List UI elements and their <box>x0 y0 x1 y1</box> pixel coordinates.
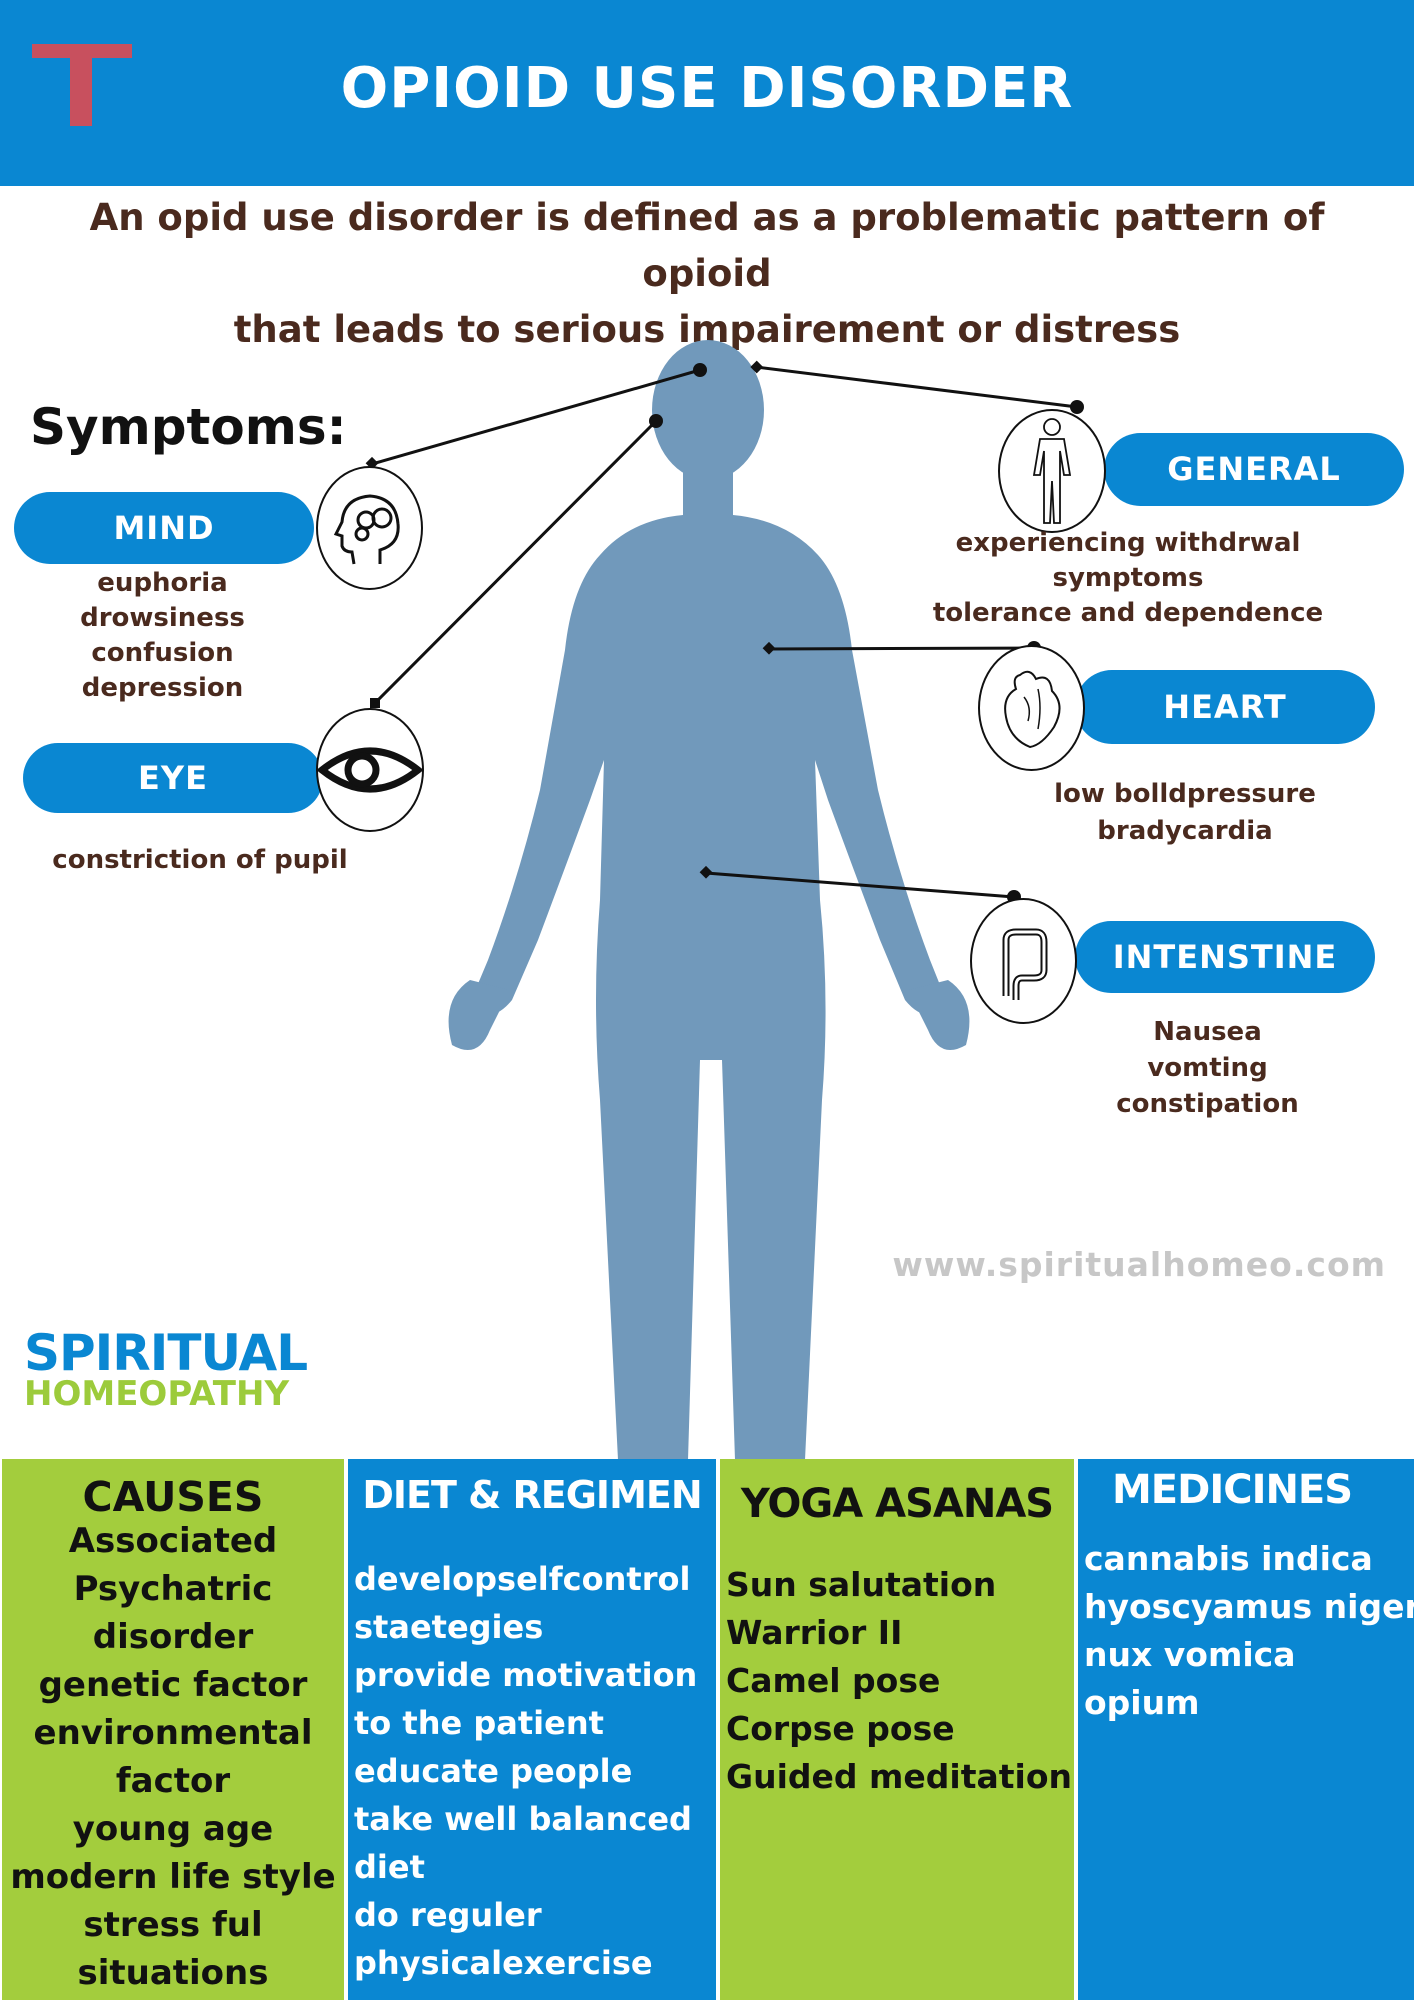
intestine-icon <box>1002 928 1048 1000</box>
list-item: opium <box>1084 1683 1200 1722</box>
list-item: modern life style <box>10 1857 336 1897</box>
brand-name-line-2: HOMEOPATHY <box>24 1374 290 1414</box>
list-item: diet <box>354 1848 425 1886</box>
head-gears-icon <box>333 494 400 565</box>
heart-label-pill: HEART <box>1075 670 1375 744</box>
eye-symptoms-list: constriction of pupil <box>40 843 360 878</box>
header-banner <box>0 0 1414 186</box>
list-item: disorder <box>92 1617 254 1657</box>
intestine-icon-circle <box>970 898 1077 1024</box>
general-icon-circle <box>998 409 1106 533</box>
list-item: developselfcontrol <box>354 1560 691 1598</box>
list-item: bradycardia <box>1097 816 1273 846</box>
list-item: physicalexercise <box>354 1944 653 1982</box>
list-item: drowsiness <box>80 603 245 633</box>
general-label-pill: GENERAL <box>1104 433 1404 506</box>
heart-icon <box>1004 670 1061 749</box>
t-logo-icon <box>32 44 132 126</box>
eye-icon-circle <box>316 708 424 832</box>
list-item: low bolldpressure <box>1054 779 1316 809</box>
brand-logo: SPIRITUAL HOMEOPATHY <box>24 1324 308 1414</box>
intestine-label-pill: INTENSTINE <box>1075 921 1375 993</box>
yoga-column: YOGA ASANAS Sun salutation Warrior II Ca… <box>720 1459 1074 2000</box>
medicines-column: MEDICINES cannabis indica hyoscyamus nig… <box>1078 1459 1414 2000</box>
list-item: Warrior II <box>726 1613 903 1652</box>
list-item: stress ful <box>83 1905 263 1945</box>
list-item: to the patient <box>354 1704 604 1742</box>
list-item: nux vomica <box>1084 1635 1296 1674</box>
list-item: depression <box>81 673 244 703</box>
list-item: young age <box>72 1809 274 1849</box>
yoga-list: Sun salutation Warrior II Camel pose Cor… <box>720 1561 1074 1801</box>
list-item: Psychatric <box>73 1569 273 1609</box>
list-item: Nausea <box>1153 1017 1262 1047</box>
eye-label-pill: EYE <box>23 743 323 813</box>
list-item: do reguler <box>354 1896 542 1934</box>
mind-symptoms-list: euphoria drowsiness confusion depression <box>40 566 285 706</box>
causes-column: CAUSES Associated Psychatric disorder ge… <box>2 1459 344 2000</box>
list-item: staetegies <box>354 1608 544 1646</box>
list-item: Associated <box>68 1521 278 1561</box>
heart-symptoms-list: low bolldpressure bradycardia <box>1010 776 1360 850</box>
human-body-icon <box>1032 418 1072 524</box>
list-item: Corpse pose <box>726 1709 955 1748</box>
medicines-title: MEDICINES <box>1112 1467 1353 1513</box>
list-item: experiencing withdrwal symptoms <box>955 528 1301 593</box>
medicines-list: cannabis indica hyoscyamus niger nux vom… <box>1078 1535 1414 1727</box>
list-item: cannabis indica <box>1084 1539 1373 1578</box>
connector-lines <box>371 365 1078 899</box>
list-item: take well balanced <box>354 1800 692 1838</box>
causes-title: CAUSES <box>82 1473 264 1521</box>
definition-line-1: An opid use disorder is defined as a pro… <box>89 196 1325 295</box>
list-item: educate people <box>354 1752 633 1790</box>
list-item: constipation <box>1116 1089 1299 1119</box>
diet-column: DIET & REGIMEN developselfcontrol staete… <box>348 1459 716 2000</box>
page-title: OPIOID USE DISORDER <box>340 56 1074 121</box>
list-item: Guided meditation <box>726 1757 1073 1796</box>
list-item: tolerance and dependence <box>932 598 1324 628</box>
list-item: factor <box>115 1761 231 1801</box>
yoga-title: YOGA ASANAS <box>740 1481 1054 1527</box>
human-silhouette <box>448 340 970 1460</box>
list-item: environmental <box>33 1713 313 1753</box>
list-item: euphoria <box>97 568 228 598</box>
website-url: www.spiritualhomeo.com <box>892 1245 1386 1284</box>
mind-label-pill: MIND <box>14 492 314 564</box>
list-item: Sun salutation <box>726 1565 997 1604</box>
brand-name-line-1: SPIRITUAL <box>24 1324 308 1382</box>
list-item: genetic factor <box>38 1665 308 1705</box>
eye-icon <box>316 747 424 793</box>
general-symptoms-list: experiencing withdrwal symptoms toleranc… <box>880 526 1376 631</box>
list-item: confusion <box>91 638 234 668</box>
heart-icon-circle <box>978 645 1085 771</box>
list-item: hyoscyamus niger <box>1084 1587 1414 1626</box>
list-item: Camel pose <box>726 1661 941 1700</box>
definition-text: An opid use disorder is defined as a pro… <box>30 190 1384 358</box>
mind-icon-circle <box>316 466 423 590</box>
list-item: situations <box>77 1953 269 1993</box>
list-item: provide motivation <box>354 1656 698 1694</box>
causes-list: Associated Psychatric disorder genetic f… <box>2 1517 344 1997</box>
symptoms-heading: Symptoms: <box>30 398 347 456</box>
list-item: vomting <box>1147 1053 1268 1083</box>
diet-list: developselfcontrol staetegies provide mo… <box>348 1555 716 1987</box>
list-item: constriction of pupil <box>52 845 348 875</box>
intestine-symptoms-list: Nausea vomting constipation <box>1080 1014 1335 1122</box>
diet-title: DIET & REGIMEN <box>362 1473 702 1517</box>
